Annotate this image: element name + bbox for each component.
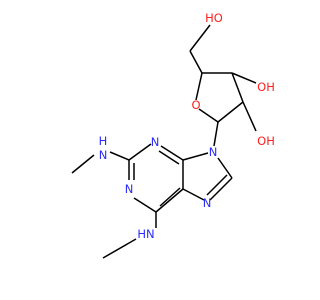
atom-label-n9: N [209, 145, 218, 159]
bond-c2-oh [242, 101, 257, 132]
bond-c4-n3 [160, 145, 184, 161]
atom-label-nh-c2: H N [99, 134, 108, 162]
bond-nh-me-top [71, 154, 95, 174]
atom-label-n3: N [151, 135, 160, 149]
atom-label-ho-ch2: HO [205, 11, 223, 25]
bond-ho-ch2 [189, 24, 211, 52]
atom-label-oh-c2: OH [257, 134, 275, 148]
bond-c4-n9 [182, 152, 209, 161]
bond-c6-c5-double [159, 187, 181, 207]
bond-c2-nh [109, 151, 130, 161]
bond-c6-c5 [155, 188, 184, 213]
atom-label-n7: N [203, 196, 212, 210]
bond-n7-c5 [182, 188, 205, 201]
bond-c8-n7-double [206, 174, 228, 196]
bond-oring-c4 [195, 72, 203, 101]
bond-c4-n3-double [158, 150, 180, 165]
bond-nh-me-bottom [102, 238, 137, 259]
atom-labels: HO OH OH O N N N N H N HN [99, 11, 275, 241]
atom-label-o-ring: O [191, 98, 200, 112]
bond-c1-oring [198, 108, 219, 123]
bond-c3-c2 [231, 72, 244, 103]
bond-n1-c6 [133, 197, 157, 213]
atom-label-nh-c6: HN [137, 227, 154, 241]
atom-label-n1: N [125, 182, 134, 196]
atom-label-nh-c2-n: N [99, 148, 108, 162]
bond-n9-c8 [217, 157, 233, 179]
bond-c3-oh [231, 72, 257, 84]
bond-ch2-c4 [189, 50, 203, 74]
bond-n3-c2 [128, 143, 152, 161]
atom-label-nh-c2-h: H [99, 134, 108, 148]
bond-c2-c1 [217, 101, 244, 123]
atom-label-oh-c3: OH [257, 80, 275, 94]
bond-c1-n9 [213, 121, 219, 147]
molecule-structure-diagram: HO OH OH O N N N N H N HN [71, 11, 275, 259]
bonds [71, 24, 257, 259]
bond-c8-n7 [209, 177, 233, 201]
